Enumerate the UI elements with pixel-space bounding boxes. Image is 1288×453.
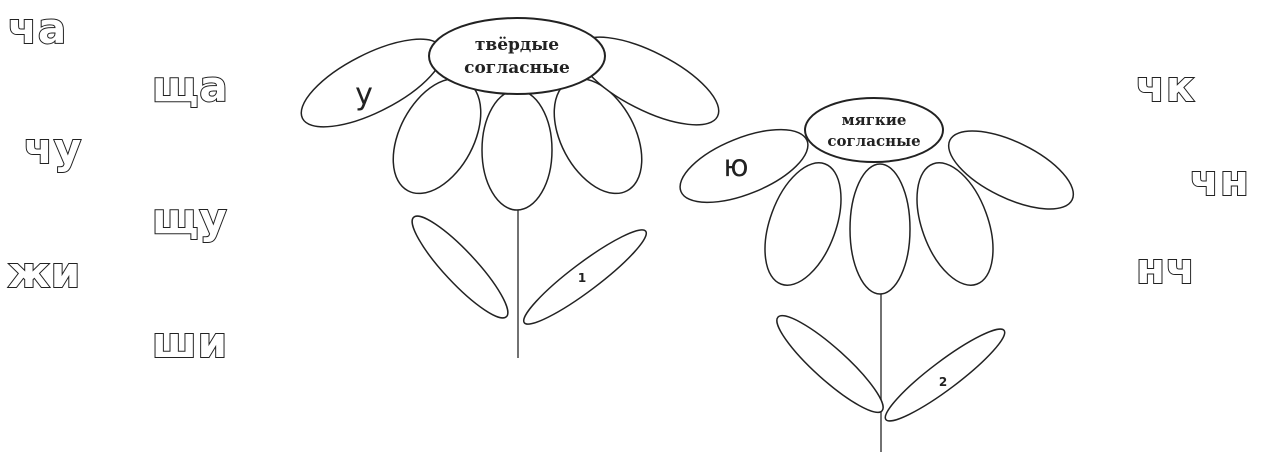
leaf-soft-left[interactable] bbox=[767, 305, 892, 422]
petal-soft-1[interactable] bbox=[670, 115, 817, 218]
syllable-chu[interactable]: чу bbox=[23, 124, 83, 173]
petal-hard-letter: у bbox=[355, 77, 373, 112]
flower-soft: 2 ю мягкие согласные bbox=[670, 97, 1085, 452]
syllable-shchu[interactable]: щу bbox=[151, 194, 228, 243]
flower-hard: 1 у твёрдые согласные bbox=[300, 17, 720, 358]
petal-soft-letter: ю bbox=[723, 149, 748, 184]
leaf-hard-right[interactable] bbox=[516, 220, 654, 334]
leaf-soft-number: 2 bbox=[939, 375, 947, 389]
center-soft-line2: согласные bbox=[827, 132, 920, 150]
leaf-soft-right[interactable] bbox=[877, 319, 1012, 430]
center-soft-line1: мягкие bbox=[842, 111, 907, 129]
center-soft[interactable] bbox=[804, 97, 944, 163]
petal-hard-3[interactable] bbox=[481, 89, 553, 211]
syllable-nch[interactable]: нч bbox=[1135, 244, 1196, 293]
leaf-hard-left[interactable] bbox=[402, 206, 518, 327]
petal-soft-4[interactable] bbox=[902, 153, 1008, 296]
syllable-cha[interactable]: ча bbox=[7, 4, 68, 53]
leaf-hard-number: 1 bbox=[578, 271, 586, 285]
syllable-chk[interactable]: чк bbox=[1135, 62, 1196, 111]
center-hard-line1: твёрдые bbox=[475, 35, 559, 55]
petal-soft-5[interactable] bbox=[938, 115, 1085, 225]
center-hard[interactable] bbox=[428, 17, 606, 95]
petal-soft-2[interactable] bbox=[750, 153, 856, 296]
petal-soft-3[interactable] bbox=[849, 163, 911, 295]
syllable-chn[interactable]: чн bbox=[1189, 156, 1250, 205]
syllable-shcha[interactable]: ща bbox=[151, 62, 229, 111]
center-hard-line2: согласные bbox=[464, 58, 570, 78]
syllable-shi[interactable]: ши bbox=[151, 318, 229, 367]
syllable-zhi[interactable]: жи bbox=[7, 248, 82, 297]
